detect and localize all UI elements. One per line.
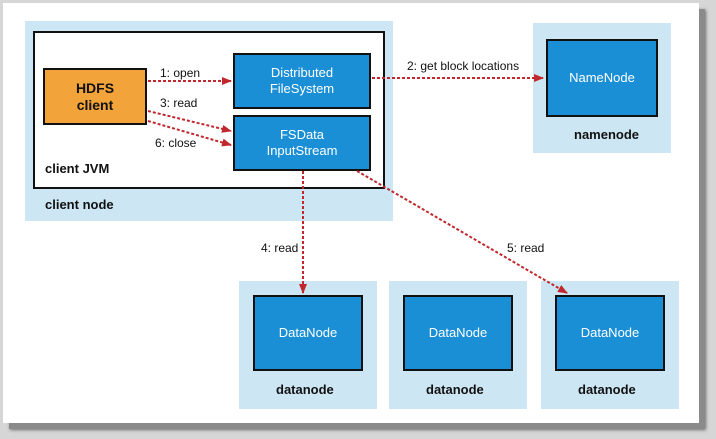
namenode-box: NameNode [546,39,658,117]
edge-label-get-block-locations: 2: get block locations [407,59,520,73]
diagram-frame: HDFS client Distributed FileSystem FSDat… [3,3,699,423]
arrows-layer [147,74,568,294]
client-node-label: client node [45,197,114,212]
datanode-label-1: datanode [276,382,334,397]
distributed-filesystem: Distributed FileSystem [233,53,371,109]
fsdata-inputstream: FSData InputStream [233,115,371,171]
hdfs-client: HDFS client [43,68,147,125]
edge-label-read-client: 3: read [160,96,198,110]
datanode-label-3: datanode [578,382,636,397]
datanode-label-2: datanode [426,382,484,397]
edge-label-open: 1: open [160,66,201,80]
datanode-box-1: DataNode [253,295,363,371]
datanode-box-2: DataNode [403,295,513,371]
edge-read-datanode-3 [356,170,568,294]
edge-close [147,120,232,147]
edge-label-close: 6: close [155,136,197,150]
edge-read-client [147,110,232,133]
client-jvm-label: client JVM [45,161,110,176]
datanode-box-3: DataNode [555,295,665,371]
namenode-label: namenode [574,127,640,142]
edge-label-read-datanode-1: 4: read [261,241,299,255]
edge-label-read-datanode-3: 5: read [507,241,545,255]
